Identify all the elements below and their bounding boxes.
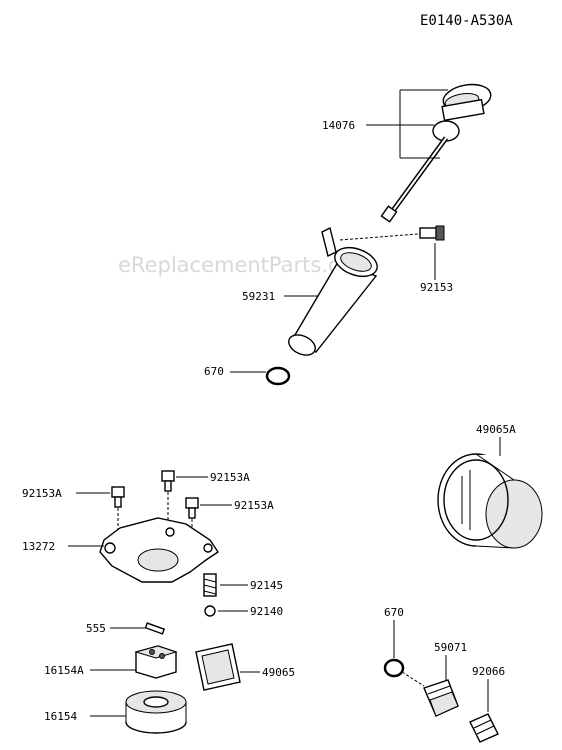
- callout-49065: 49065: [240, 666, 295, 679]
- callout-label: 49065A: [476, 423, 516, 436]
- ball-92140-part[interactable]: [204, 605, 216, 617]
- plug-92066-part[interactable]: [469, 713, 499, 743]
- callout-92145: 92145: [220, 579, 283, 592]
- callout-label: 16154: [44, 710, 77, 723]
- callout-49065A: 49065A: [476, 423, 516, 456]
- callout-label: 16154A: [44, 664, 84, 677]
- callout-label: 49065: [262, 666, 295, 679]
- pin-555-part[interactable]: [144, 622, 166, 635]
- o-ring-670-bottom[interactable]: [383, 658, 405, 678]
- callout-label: 670: [384, 606, 404, 619]
- callout-label: 92140: [250, 605, 283, 618]
- callout-92153A-mid: 92153A: [167, 471, 250, 520]
- callout-13272: 13272: [22, 540, 104, 553]
- callout-14076: 14076: [322, 89, 448, 159]
- spring-92145-part[interactable]: [203, 573, 217, 597]
- callout-670-bottom: 670: [384, 606, 425, 687]
- callout-16154: 16154: [44, 710, 126, 723]
- oil-filter-part[interactable]: [437, 453, 543, 549]
- dipstick-part[interactable]: [380, 81, 492, 223]
- filler-tube-part[interactable]: [286, 226, 382, 359]
- bolt-92153A-mid[interactable]: [161, 470, 175, 492]
- rotor-16154-part[interactable]: [125, 690, 187, 734]
- callout-92153A-left: 92153A: [22, 487, 119, 530]
- diagram-code: E0140-A530A: [420, 13, 513, 29]
- callout-92066: 92066: [472, 665, 505, 712]
- callout-59231: 59231: [242, 290, 318, 303]
- callout-label: 59231: [242, 290, 275, 303]
- callout-label: 92153A: [210, 471, 250, 484]
- rotor-16154A-part[interactable]: [134, 645, 178, 679]
- callout-label: 92066: [472, 665, 505, 678]
- oil-pump-plate-part[interactable]: [99, 517, 219, 583]
- o-ring-670-top[interactable]: [265, 366, 291, 386]
- callout-label: 92145: [250, 579, 283, 592]
- bolt-92153-top[interactable]: [339, 225, 445, 241]
- bolt-92153A-right[interactable]: [185, 497, 199, 519]
- bolt-92153A-left[interactable]: [111, 486, 125, 508]
- callout-label: 670: [204, 365, 224, 378]
- callout-92153-top: 92153: [420, 243, 453, 294]
- watermark: eReplacementParts.com: [118, 253, 373, 277]
- callout-label: 14076: [322, 119, 355, 132]
- callout-16154A: 16154A: [44, 664, 136, 677]
- drain-plug-59071-part[interactable]: [423, 679, 459, 717]
- callout-label: 92153A: [22, 487, 62, 500]
- callout-label: 13272: [22, 540, 55, 553]
- callout-59071: 59071: [434, 641, 467, 680]
- callout-label: 555: [86, 622, 106, 635]
- callout-555: 555: [86, 622, 146, 635]
- callout-label: 92153A: [234, 499, 274, 512]
- callout-label: 59071: [434, 641, 467, 654]
- callout-92140: 92140: [218, 605, 283, 618]
- callout-670-top: 670: [204, 365, 266, 378]
- callout-label: 92153: [420, 281, 453, 294]
- gasket-49065-part[interactable]: [195, 643, 241, 691]
